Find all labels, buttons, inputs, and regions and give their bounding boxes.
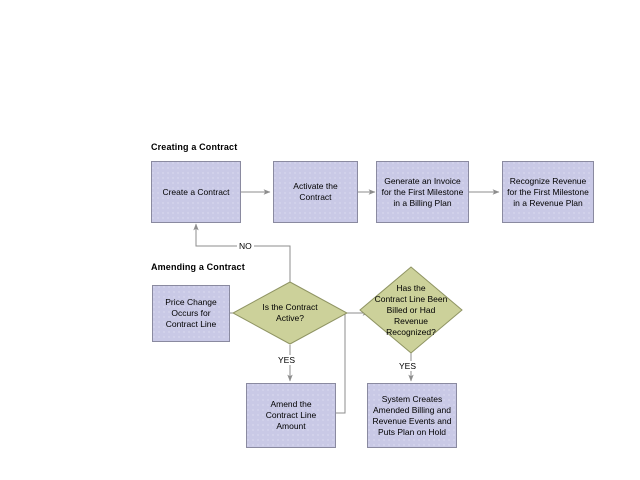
node-label-create-a-contract: Create a Contract (162, 186, 230, 197)
node-create-a-contract[interactable]: Create a Contract (151, 161, 241, 223)
section-title-creating-a-contract: Creating a Contract (151, 142, 238, 152)
edge-label-yes-billed-recognized: YES (397, 361, 419, 371)
section-title-amending-a-contract: Amending a Contract (151, 262, 245, 272)
edge-no-loop (193, 223, 291, 282)
diamond-shape-billed-or-recognized (359, 266, 463, 354)
diamond-shape-is-contract-active (232, 281, 348, 345)
edge-label-no: NO (237, 241, 254, 251)
edge-label-yes-contract-active: YES (276, 355, 298, 365)
